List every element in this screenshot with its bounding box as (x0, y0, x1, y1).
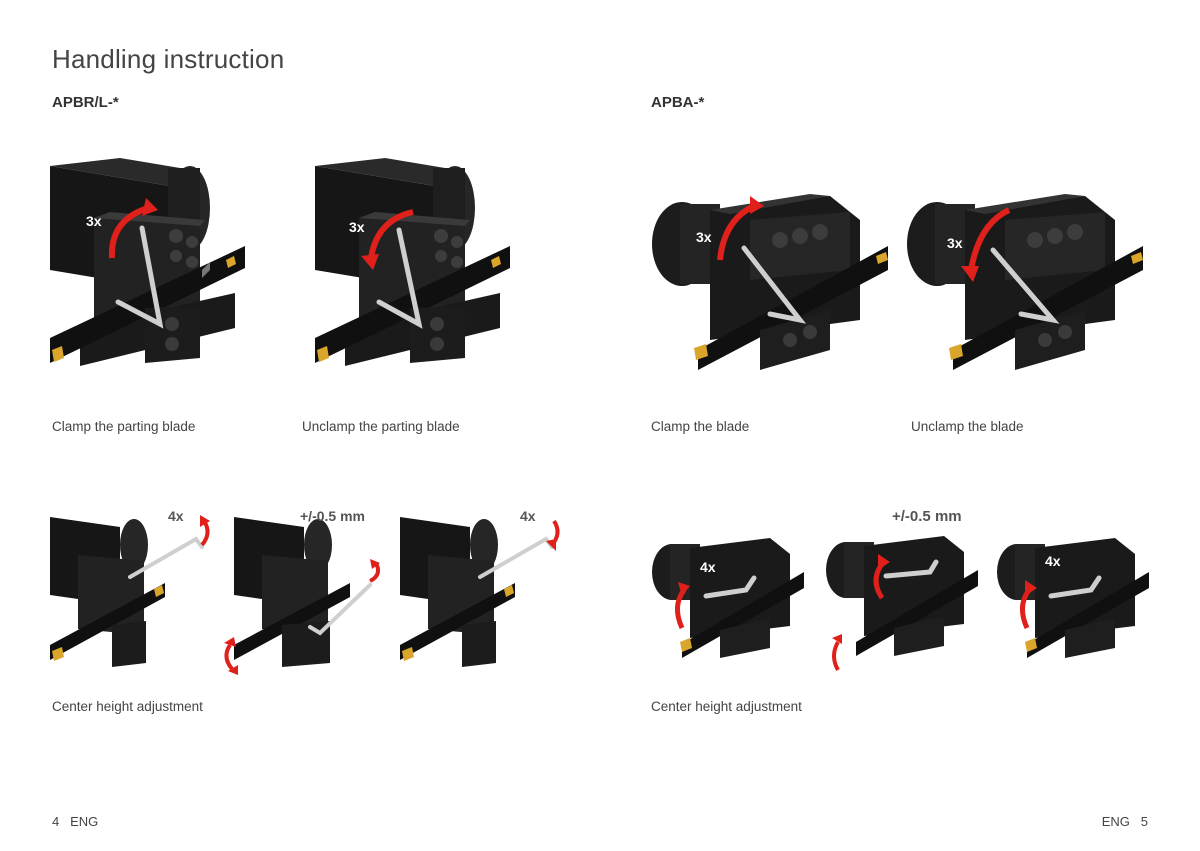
apba-unclamp-illustration: 3x (907, 194, 1143, 370)
caption-unclamp-blade: Unclamp the blade (911, 419, 1024, 434)
turns-label: 4x (700, 559, 716, 575)
apbr-adjust-illustration-1: 4x (50, 508, 210, 667)
rotation-arrow (832, 554, 890, 671)
rotation-arrow (717, 196, 764, 261)
caption-center-height-apba: Center height adjustment (651, 699, 802, 714)
tool-holder (907, 194, 1143, 370)
hex-key (703, 575, 757, 599)
caption-clamp-parting-blade: Clamp the parting blade (52, 419, 196, 434)
turns-label: 4x (1045, 553, 1061, 569)
page-title: Handling instruction (52, 44, 285, 74)
adjust-range-label: +/-0.5 mm (300, 508, 365, 524)
tool-holder (315, 158, 510, 366)
hex-key (128, 536, 204, 579)
caption-clamp-blade: Clamp the blade (651, 419, 750, 434)
footer-page-left: 4 ENG (52, 814, 99, 829)
apba-adjust-illustration-1: 4x (652, 538, 804, 658)
rotation-arrow (961, 207, 1011, 282)
rotation-arrow (200, 515, 210, 547)
tool-holder (50, 517, 165, 667)
tool-holder (652, 194, 888, 370)
turns-label: 4x (520, 508, 536, 524)
hex-key (1048, 575, 1102, 599)
tool-holder (826, 536, 978, 656)
footer-page-right: ENG 5 (1101, 814, 1148, 829)
tool-holder (50, 158, 245, 366)
rotation-arrow (1020, 580, 1037, 630)
hex-key (376, 227, 423, 329)
apbr-unclamp-illustration: 3x (315, 158, 510, 366)
turns-label: 3x (947, 235, 963, 251)
hex-key (990, 247, 1060, 324)
caption-center-height-apbr: Center height adjustment (52, 699, 203, 714)
apba-adjust-illustration-2 (826, 536, 978, 671)
rotation-arrow (675, 582, 690, 630)
caption-unclamp-parting-blade: Unclamp the parting blade (302, 419, 460, 434)
hex-key (308, 583, 372, 636)
apbr-adjust-illustration-2: +/-0.5 mm (224, 508, 380, 675)
apbr-clamp-illustration: 3x (50, 158, 245, 366)
section-heading-apba: APBA-* (651, 94, 705, 111)
tool-holder (652, 538, 804, 658)
turns-label: 3x (696, 229, 712, 245)
rotation-arrow (108, 198, 158, 259)
tool-holder (400, 517, 515, 667)
hex-key (883, 559, 939, 579)
hex-key (115, 225, 164, 329)
rotation-arrow (546, 519, 560, 551)
turns-label: 3x (349, 219, 365, 235)
turns-label: 3x (86, 213, 102, 229)
apba-adjust-illustration-3: 4x (997, 538, 1149, 658)
rotation-arrow (361, 209, 414, 270)
rotation-arrow (224, 559, 380, 675)
apbr-adjust-illustration-3: 4x (400, 508, 560, 667)
turns-label: 4x (168, 508, 184, 524)
tool-holder (997, 538, 1149, 658)
tool-holder (234, 517, 350, 667)
adjust-range-label-apba: +/-0.5 mm (892, 508, 962, 525)
hex-key (741, 245, 807, 324)
section-heading-apbr: APBR/L-* (52, 94, 119, 111)
apba-clamp-illustration: 3x (652, 194, 888, 370)
